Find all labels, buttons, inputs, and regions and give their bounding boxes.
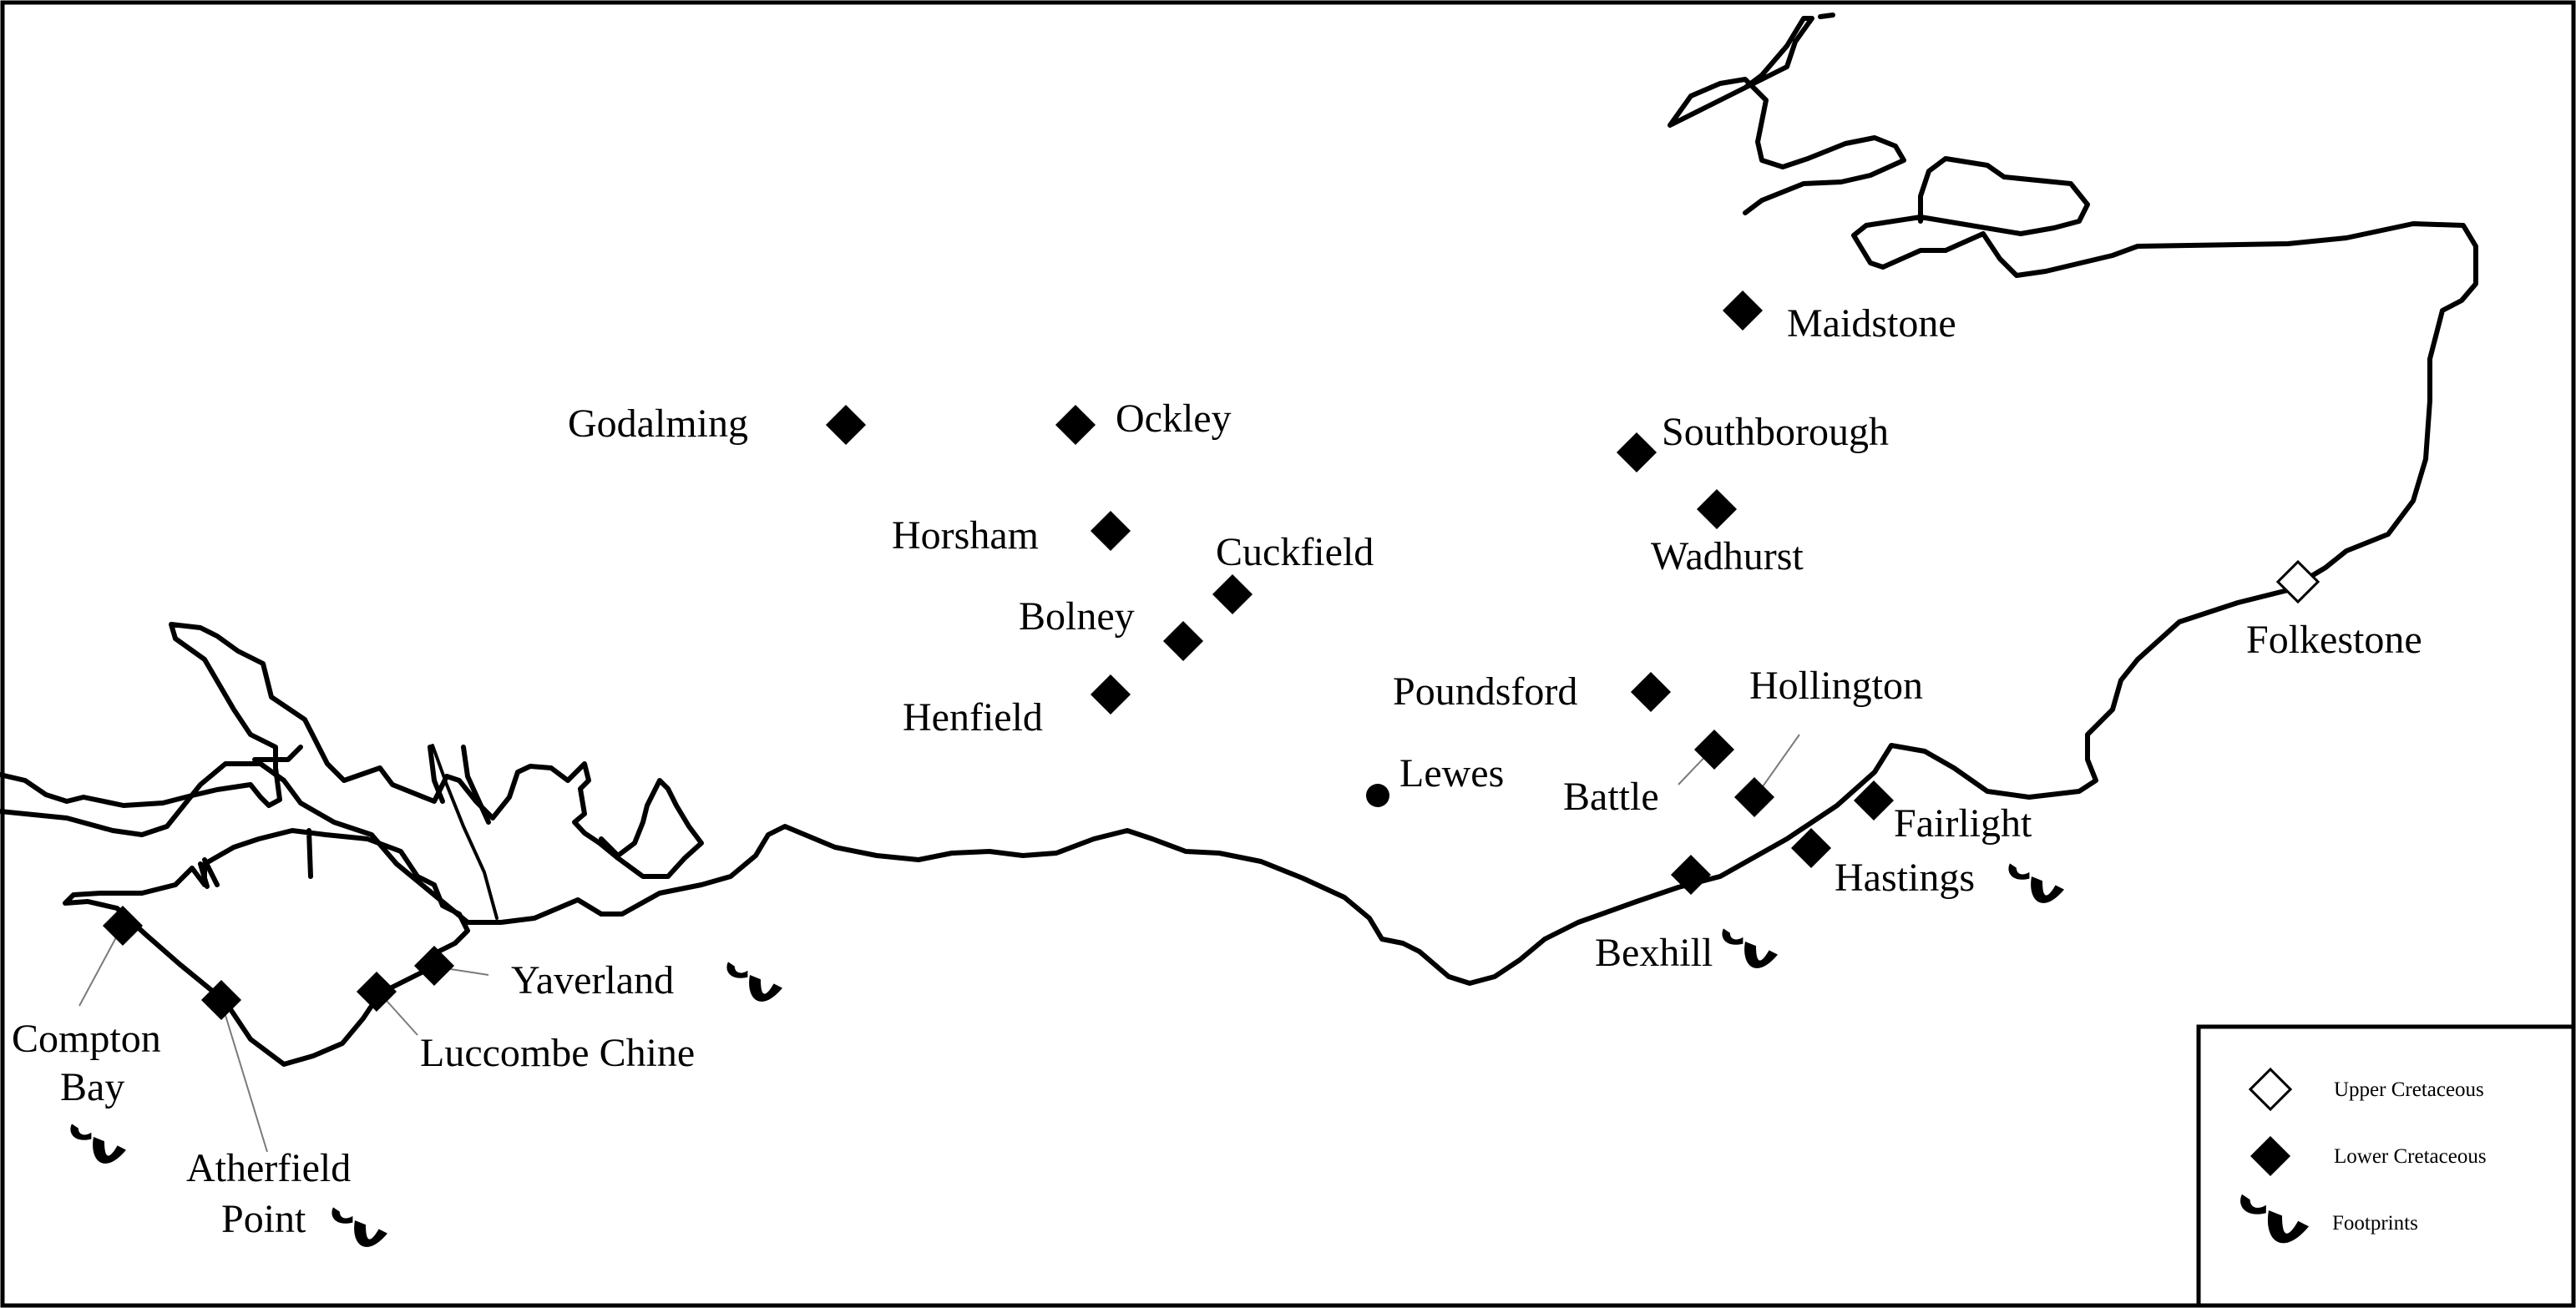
label-ockley: Ockley <box>1116 396 1232 441</box>
legend-upper-icon <box>2248 1067 2293 1112</box>
legend: Upper Cretaceous Lower Cretaceous Footpr… <box>2196 1024 2576 1308</box>
label-atherfield: Atherfield <box>186 1146 351 1190</box>
coastline-isle-of-wight <box>63 828 470 1067</box>
site-fairlight-marker <box>1853 780 1895 821</box>
label-battle: Battle <box>1563 775 1659 819</box>
coastline-thames <box>1668 13 1906 215</box>
footprints-icon-atherfield-point <box>331 1207 387 1247</box>
leader-atherfield-point <box>220 1001 268 1153</box>
site-compton-bay-marker <box>102 905 144 947</box>
label-bolney: Bolney <box>1019 594 1135 639</box>
site-yaverland-marker <box>413 945 455 987</box>
lewes-town-dot <box>1366 784 1389 807</box>
coastline-solent-inlet <box>431 744 498 920</box>
footprints-icon-yaverland <box>726 962 782 1002</box>
legend-lower-label: Lower Cretaceous <box>2334 1145 2487 1168</box>
label-fairlight: Fairlight <box>1894 801 2032 846</box>
leader-compton-bay <box>78 927 122 1007</box>
legend-footprints-label: Footprints <box>2332 1212 2418 1235</box>
label-wadhurst: Wadhurst <box>1651 534 1804 578</box>
legend-lower-icon <box>2250 1135 2291 1177</box>
label-compton: Compton <box>12 1017 161 1061</box>
label-folkestone: Folkestone <box>2246 618 2422 662</box>
site-wadhurst-marker <box>1696 488 1738 530</box>
site-folkestone-marker <box>2275 559 2320 604</box>
label-southborough: Southborough <box>1662 410 1889 454</box>
legend-footprints-icon <box>2240 1194 2309 1244</box>
lower-cretaceous-markers <box>102 290 1895 1021</box>
label-horsham: Horsham <box>892 513 1039 558</box>
label-hastings: Hastings <box>1835 856 1975 900</box>
label-poundsford: Poundsford <box>1393 669 1577 714</box>
label-cuckfield: Cuckfield <box>1216 530 1374 574</box>
site-southborough-marker <box>1616 432 1657 473</box>
label-point: Point <box>221 1197 306 1241</box>
site-battle-marker <box>1693 729 1735 770</box>
label-maidstone: Maidstone <box>1787 301 1956 346</box>
site-maidstone-marker <box>1722 290 1764 331</box>
coastline-solent <box>0 622 704 879</box>
site-hastings-marker <box>1790 827 1832 869</box>
label-bay: Bay <box>60 1065 124 1109</box>
footprints-icon-bexhill <box>1722 928 1778 968</box>
site-henfield-marker <box>1090 674 1131 715</box>
label-lewes: Lewes <box>1399 751 1504 795</box>
site-ockley-marker <box>1055 404 1096 446</box>
label-yaverland: Yaverland <box>511 958 674 1002</box>
label-luccombe-chine: Luccombe Chine <box>420 1031 695 1075</box>
site-godalming-marker <box>825 404 867 446</box>
legend-upper-label: Upper Cretaceous <box>2334 1078 2484 1101</box>
legend-box <box>2196 1024 2576 1308</box>
label-bexhill: Bexhill <box>1595 931 1713 975</box>
site-poundsford-marker <box>1630 671 1672 713</box>
site-hollington-marker <box>1733 776 1775 818</box>
footprints-icon-hastings <box>2008 863 2064 903</box>
label-henfield: Henfield <box>903 695 1043 740</box>
footprints-icon-compton-bay <box>70 1124 126 1164</box>
label-hollington: Hollington <box>1749 664 1923 708</box>
site-horsham-marker <box>1090 510 1131 552</box>
site-bolney-marker <box>1162 620 1204 662</box>
label-godalming: Godalming <box>568 401 748 446</box>
site-cuckfield-marker <box>1212 573 1253 615</box>
coastline-south <box>0 156 2478 986</box>
